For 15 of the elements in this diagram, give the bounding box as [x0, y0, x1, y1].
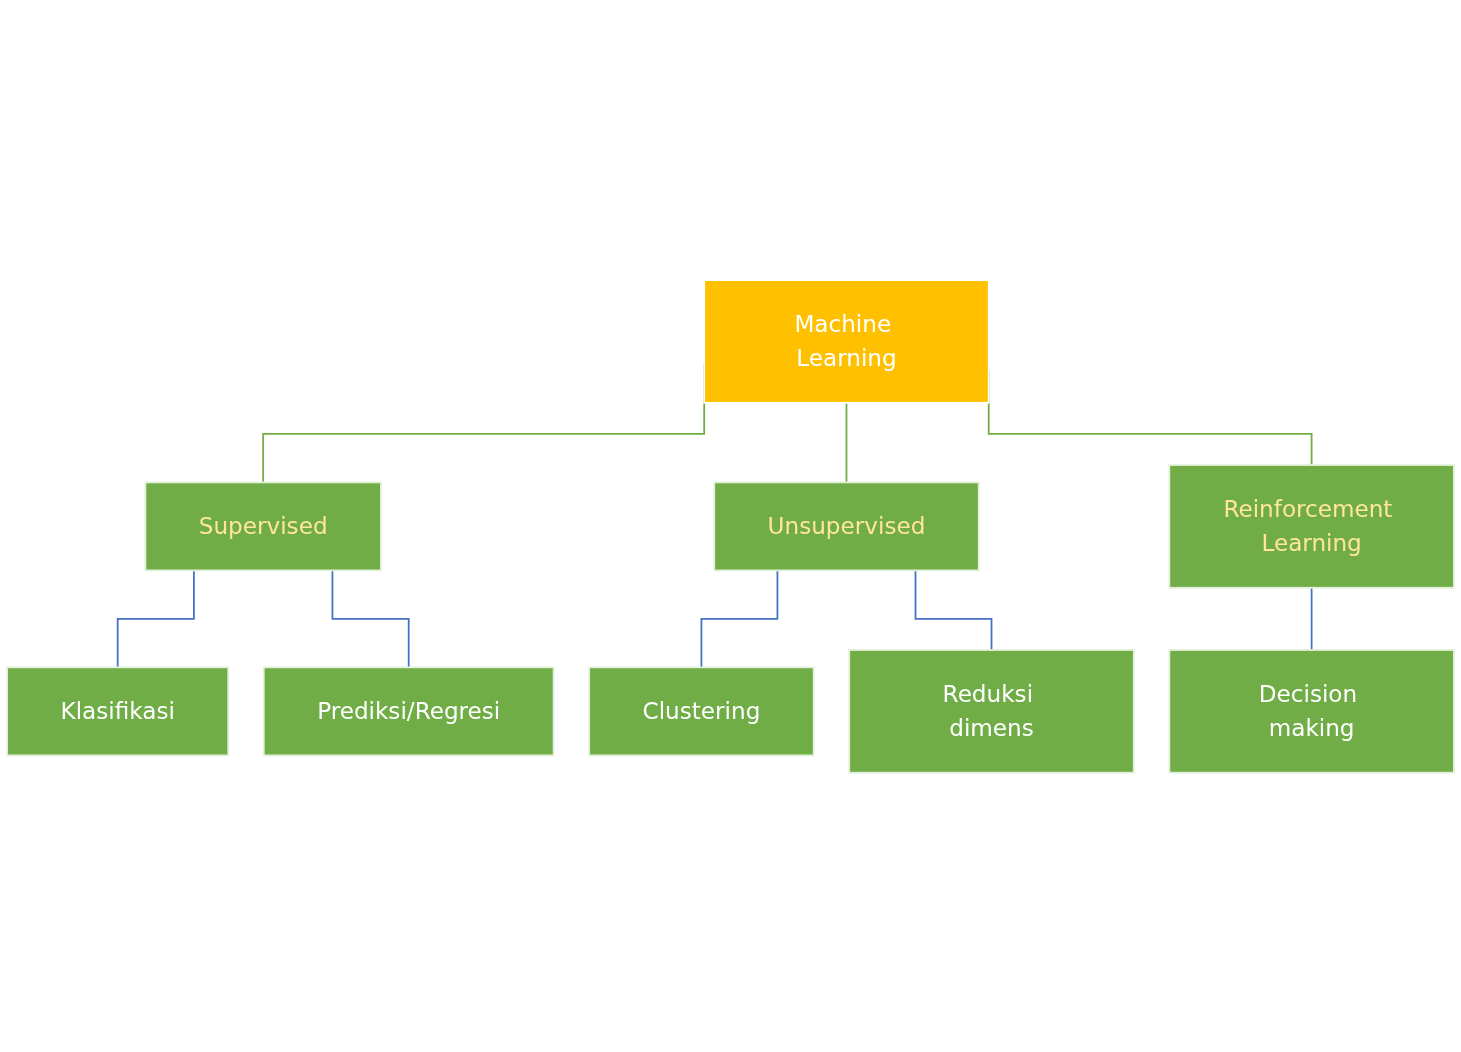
connector	[700, 569, 779, 668]
connector	[1310, 586, 1313, 651]
node-box: Clustering	[588, 666, 815, 756]
node-box: Reduksi dimens	[848, 648, 1135, 774]
connector	[116, 569, 195, 668]
node-box: Prediksi/Regresi	[262, 666, 555, 756]
node-box: Machine Learning	[703, 278, 990, 404]
node-box: Decision making	[1168, 648, 1455, 774]
connector	[331, 569, 410, 668]
node-box: Supervised	[144, 481, 382, 571]
node-box: Unsupervised	[713, 481, 980, 571]
node-box: Klasifikasi	[6, 666, 230, 756]
connector	[845, 401, 848, 483]
node-box: Reinforcement Learning	[1168, 463, 1455, 589]
connector	[914, 569, 993, 651]
